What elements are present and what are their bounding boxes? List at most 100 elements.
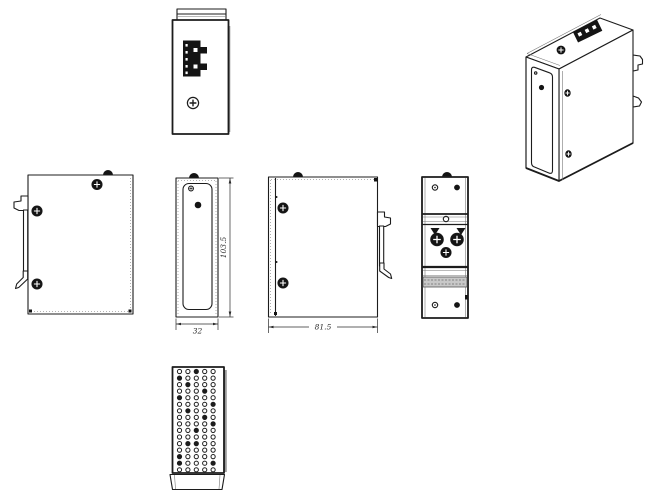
mounting-screw (277, 277, 289, 289)
vent-hole (193, 395, 199, 401)
vent-hole (185, 408, 191, 414)
vent-hole (185, 427, 191, 433)
vent-hole (193, 414, 199, 420)
grounding-screw (186, 96, 200, 110)
vent-hole (210, 460, 216, 466)
vent-hole (176, 414, 183, 420)
mounting-screw (31, 278, 43, 290)
vent-hole (210, 414, 216, 420)
vent-hole (176, 447, 183, 453)
vent-hole (185, 454, 191, 460)
vent-hole (193, 368, 199, 375)
left-body (27, 174, 134, 315)
vent-hole (210, 467, 216, 473)
vent-hole (193, 375, 199, 381)
vent-hole (202, 382, 208, 388)
vent-hole (202, 421, 208, 427)
vent-hole (202, 454, 208, 460)
vent-hole (185, 375, 191, 381)
vent-hole (176, 441, 183, 447)
vent-hole (193, 427, 199, 433)
din-plate-screw (449, 232, 465, 247)
vent-hole (176, 460, 183, 466)
vent-hole (185, 434, 191, 440)
vent-hole (210, 388, 216, 394)
vent-hole (176, 454, 183, 460)
vent-hole (193, 467, 199, 473)
vent-hole (210, 447, 216, 453)
vent-hole (202, 395, 208, 401)
vent-hole (210, 441, 216, 447)
vent-hole (210, 454, 216, 460)
dim-height-label: 103.5 (219, 237, 228, 259)
vent-hole (210, 368, 216, 375)
corner-web (456, 228, 466, 235)
din-plate-screw (429, 232, 445, 247)
vent-hole (202, 388, 208, 394)
vent-hole (210, 401, 216, 407)
vent-hole (202, 447, 208, 453)
right-body (267, 176, 379, 318)
vent-hole (193, 454, 199, 460)
vent-hole (176, 368, 183, 375)
vent-hole (210, 434, 216, 440)
vent-hole (185, 421, 191, 427)
vent-hole (176, 434, 183, 440)
vent-hole (202, 434, 208, 440)
din-rail-clip-right (376, 211, 393, 280)
dimension-width: 32 (175, 318, 219, 336)
right-side-view: 81.5 (267, 172, 393, 333)
vent-hole (185, 467, 191, 473)
vent-hole (185, 401, 191, 407)
grounding-screw-iso (556, 45, 566, 55)
din-plate-screw (440, 246, 452, 259)
din-rail-clip (13, 195, 29, 290)
vent-hole (185, 414, 191, 420)
pilot-hole (533, 71, 538, 75)
led-dot (194, 201, 202, 209)
top-bump (293, 172, 303, 177)
terminal-block (183, 40, 207, 77)
vent-hole (210, 395, 216, 401)
vent-hole (202, 368, 208, 375)
vent-hole (210, 382, 216, 388)
front-view: 103.5 32 (175, 173, 234, 336)
divider-band-top (422, 213, 468, 226)
vent-hole (193, 447, 199, 453)
vent-hole (193, 434, 199, 440)
led-dot-iso (538, 84, 545, 91)
vent-hole (202, 460, 208, 466)
keyhole-right (454, 302, 460, 308)
bottom-body (171, 366, 225, 474)
front-panel-inset (530, 66, 554, 174)
vent-hole (202, 467, 208, 473)
front-body (175, 177, 219, 318)
vent-hole (185, 395, 191, 401)
side-screw-top (564, 89, 571, 97)
vent-hole (202, 414, 208, 420)
vent-hole (202, 441, 208, 447)
vent-hole (193, 382, 199, 388)
vent-hole (185, 382, 191, 388)
vent-hole (202, 408, 208, 414)
vent-hole (185, 447, 191, 453)
top-body (171, 19, 230, 135)
vent-hole (176, 382, 183, 388)
vent-hole (210, 408, 216, 414)
dimension-height: 103.5 (219, 177, 234, 318)
vent-hole (185, 460, 191, 466)
vent-hole (176, 395, 183, 401)
side-screw-bottom (565, 150, 572, 158)
rear-body (421, 176, 469, 319)
top-bump (442, 172, 452, 177)
front-panel (182, 182, 213, 311)
vent-hole (193, 401, 199, 407)
isometric-view (525, 14, 644, 182)
din-rail-clip-iso (632, 54, 644, 108)
mounting-screw (31, 205, 43, 217)
left-side-view (13, 170, 134, 315)
vent-holes-grid (176, 368, 216, 473)
vent-hole (202, 401, 208, 407)
vent-hole (176, 401, 183, 407)
